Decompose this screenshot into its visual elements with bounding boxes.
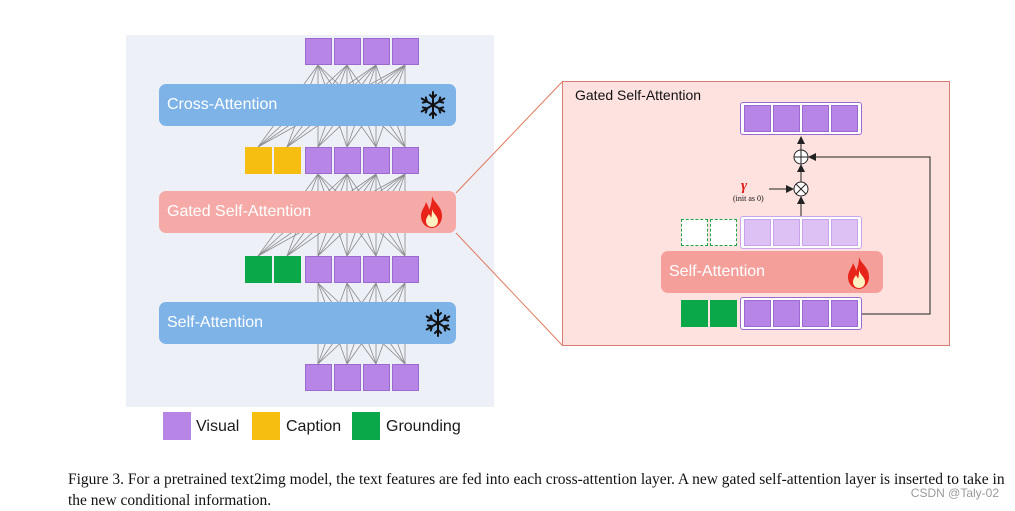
detail-panel-title: Gated Self-Attention <box>575 87 702 103</box>
attended-visual-token <box>773 219 800 246</box>
legend-swatch-grounding <box>352 412 380 440</box>
legend-label-visual: Visual <box>196 418 240 435</box>
visual-token <box>831 105 858 132</box>
figure-caption: Figure 3. For a pretrained text2img mode… <box>68 471 1005 509</box>
gamma-init-note: (init as 0) <box>733 194 764 203</box>
dropped-grounding-token <box>710 219 737 246</box>
visual-token <box>363 38 390 65</box>
attended-visual-token <box>744 219 771 246</box>
gated-self-attention-label: Gated Self-Attention <box>167 203 312 220</box>
attended-visual-token <box>802 219 829 246</box>
self-attention-label: Self-Attention <box>167 314 264 331</box>
caption-token <box>274 147 301 174</box>
gamma-symbol: γ <box>741 178 748 194</box>
watermark: CSDN @Taly-02 <box>910 486 999 500</box>
inner-self-attention-label: Self-Attention <box>669 263 766 280</box>
visual-token <box>831 300 858 327</box>
visual-token <box>392 38 419 65</box>
zoom-line-top <box>455 81 563 194</box>
attended-visual-token <box>831 219 858 246</box>
self-attention-block: Self-Attention <box>159 302 456 344</box>
visual-token <box>773 105 800 132</box>
visual-token <box>305 256 332 283</box>
detail-connections <box>769 136 931 315</box>
grounding-token <box>245 256 272 283</box>
visual-token <box>363 147 390 174</box>
visual-token <box>305 147 332 174</box>
caption-token <box>245 147 272 174</box>
visual-token <box>744 105 771 132</box>
visual-token <box>305 364 332 391</box>
visual-token <box>392 256 419 283</box>
legend-label-caption: Caption <box>286 418 342 435</box>
zoom-line-bottom <box>455 232 563 346</box>
gated-self-attention-block: Gated Self-Attention <box>159 191 456 233</box>
grounding-token <box>681 300 708 327</box>
visual-token <box>334 256 361 283</box>
visual-token <box>334 364 361 391</box>
visual-token <box>802 300 829 327</box>
visual-token <box>363 364 390 391</box>
grounding-token <box>710 300 737 327</box>
legend-swatch-visual <box>163 412 191 440</box>
snowflake-icon <box>420 91 446 119</box>
fire-icon <box>421 196 442 228</box>
visual-token <box>305 38 332 65</box>
visual-token <box>363 256 390 283</box>
dropped-grounding-token <box>681 219 708 246</box>
snowflake-icon <box>425 309 451 337</box>
fire-icon <box>848 257 869 289</box>
cross-attention-label: Cross-Attention <box>167 96 278 113</box>
inner-self-attention-block: Self-Attention <box>661 251 883 293</box>
visual-token <box>334 147 361 174</box>
visual-token <box>802 105 829 132</box>
visual-token <box>334 38 361 65</box>
legend-label-grounding: Grounding <box>386 418 461 435</box>
legend-swatch-caption <box>252 412 280 440</box>
visual-token <box>392 364 419 391</box>
visual-token <box>744 300 771 327</box>
cross-attention-block: Cross-Attention <box>159 84 456 126</box>
grounding-token <box>274 256 301 283</box>
visual-token <box>773 300 800 327</box>
visual-token <box>392 147 419 174</box>
